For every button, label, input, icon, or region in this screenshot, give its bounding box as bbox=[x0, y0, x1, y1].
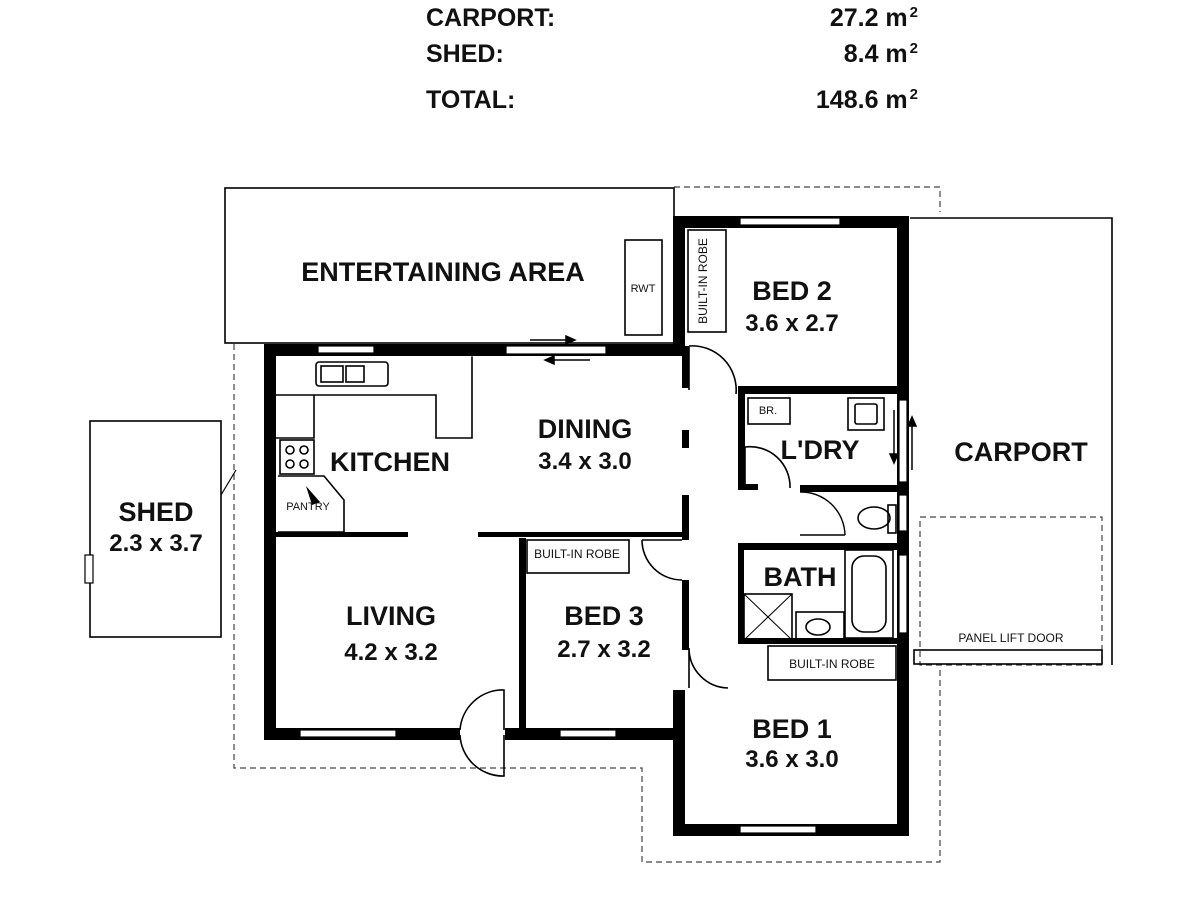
label-living-dim: 4.2 x 3.2 bbox=[344, 639, 437, 666]
robe-bed1 bbox=[767, 645, 897, 681]
carport-outline bbox=[910, 217, 1113, 665]
label-bed1-dim: 3.6 x 3.0 bbox=[745, 746, 838, 773]
area-label: CARPORT: bbox=[426, 4, 556, 32]
toilet-cistern bbox=[887, 504, 897, 534]
label-kitchen: KITCHEN bbox=[330, 447, 450, 477]
toilet-bowl bbox=[857, 506, 891, 530]
label-bath: BATH bbox=[764, 562, 837, 592]
panel-lift-door bbox=[913, 649, 1103, 665]
area-label: TOTAL: bbox=[426, 86, 516, 114]
label-bed1: BED 1 bbox=[752, 714, 832, 744]
linen-cupboard bbox=[747, 397, 791, 425]
laundry-tub bbox=[847, 397, 885, 431]
shed-door-swing bbox=[220, 469, 237, 496]
shed-window bbox=[84, 554, 94, 584]
shed-outline bbox=[89, 420, 222, 638]
label-shed-dim: 2.3 x 3.7 bbox=[109, 530, 202, 557]
label-entertaining: ENTERTAINING AREA bbox=[301, 257, 585, 287]
label-dining-dim: 3.4 x 3.0 bbox=[538, 448, 631, 475]
label-living: LIVING bbox=[346, 601, 436, 631]
shower bbox=[743, 593, 793, 641]
label-bed2-dim: 3.6 x 2.7 bbox=[745, 310, 838, 337]
label-robe-bed1: BUILT-IN ROBE bbox=[789, 657, 875, 671]
label-pantry: PANTRY bbox=[286, 501, 330, 513]
bathtub bbox=[844, 549, 894, 639]
rainwater-tank bbox=[624, 239, 663, 336]
car-space bbox=[919, 516, 1103, 666]
label-robe-bed3: BUILT-IN ROBE bbox=[534, 547, 620, 561]
kitchen-benches bbox=[276, 356, 473, 533]
label-rwt: RWT bbox=[631, 283, 656, 295]
door-swings bbox=[459, 345, 846, 777]
label-bed3: BED 3 bbox=[564, 601, 644, 631]
label-dining: DINING bbox=[538, 414, 633, 444]
label-panel-lift-door: PANEL LIFT DOOR bbox=[958, 631, 1063, 645]
label-bed3-dim: 2.7 x 3.2 bbox=[557, 636, 650, 663]
robe-bed2 bbox=[687, 229, 727, 333]
label-laundry: L'DRY bbox=[781, 435, 860, 465]
label-bed2: BED 2 bbox=[752, 276, 832, 306]
robe-bed3 bbox=[526, 539, 630, 574]
area-label: SHED: bbox=[426, 40, 504, 68]
label-carport: CARPORT bbox=[954, 437, 1088, 467]
label-shed: SHED bbox=[118, 497, 193, 527]
eave-outline bbox=[233, 186, 941, 863]
windows bbox=[299, 217, 908, 834]
sliding-door-arrows bbox=[530, 334, 918, 470]
label-robe-bed2: BUILT-IN ROBE bbox=[696, 238, 710, 324]
vanity bbox=[795, 611, 845, 641]
label-linen: BR. bbox=[759, 405, 777, 417]
